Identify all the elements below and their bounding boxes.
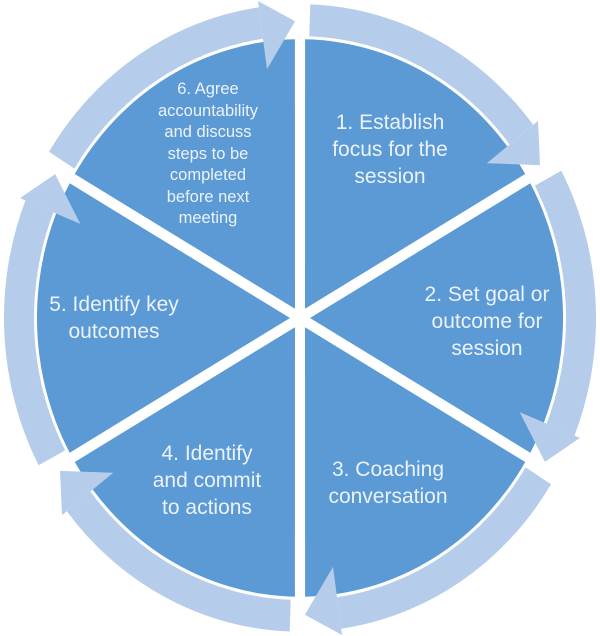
arrow-band-1	[309, 4, 534, 145]
arrow-band-4	[66, 491, 291, 632]
arrow-head-4-icon	[60, 470, 114, 516]
arrow-head-1-icon	[486, 120, 540, 166]
wedge-step-5	[36, 183, 291, 453]
wedge-step-3	[305, 327, 526, 597]
arrow-head-6-icon	[258, 1, 296, 70]
wedge-step-6	[74, 39, 295, 309]
cycle-wedges	[36, 39, 564, 597]
arrow-head-2-icon	[519, 412, 580, 462]
arrow-band-5	[3, 200, 66, 466]
wedge-step-4	[74, 327, 295, 597]
wedge-step-2	[310, 183, 564, 453]
wedge-step-1	[305, 39, 526, 309]
cycle-arrow-ring	[3, 1, 597, 635]
arrow-head-5-icon	[20, 174, 81, 224]
arrow-band-6	[49, 7, 263, 169]
arrow-band-2	[534, 170, 597, 436]
arrow-head-3-icon	[304, 566, 342, 635]
arrow-band-3	[337, 467, 551, 629]
